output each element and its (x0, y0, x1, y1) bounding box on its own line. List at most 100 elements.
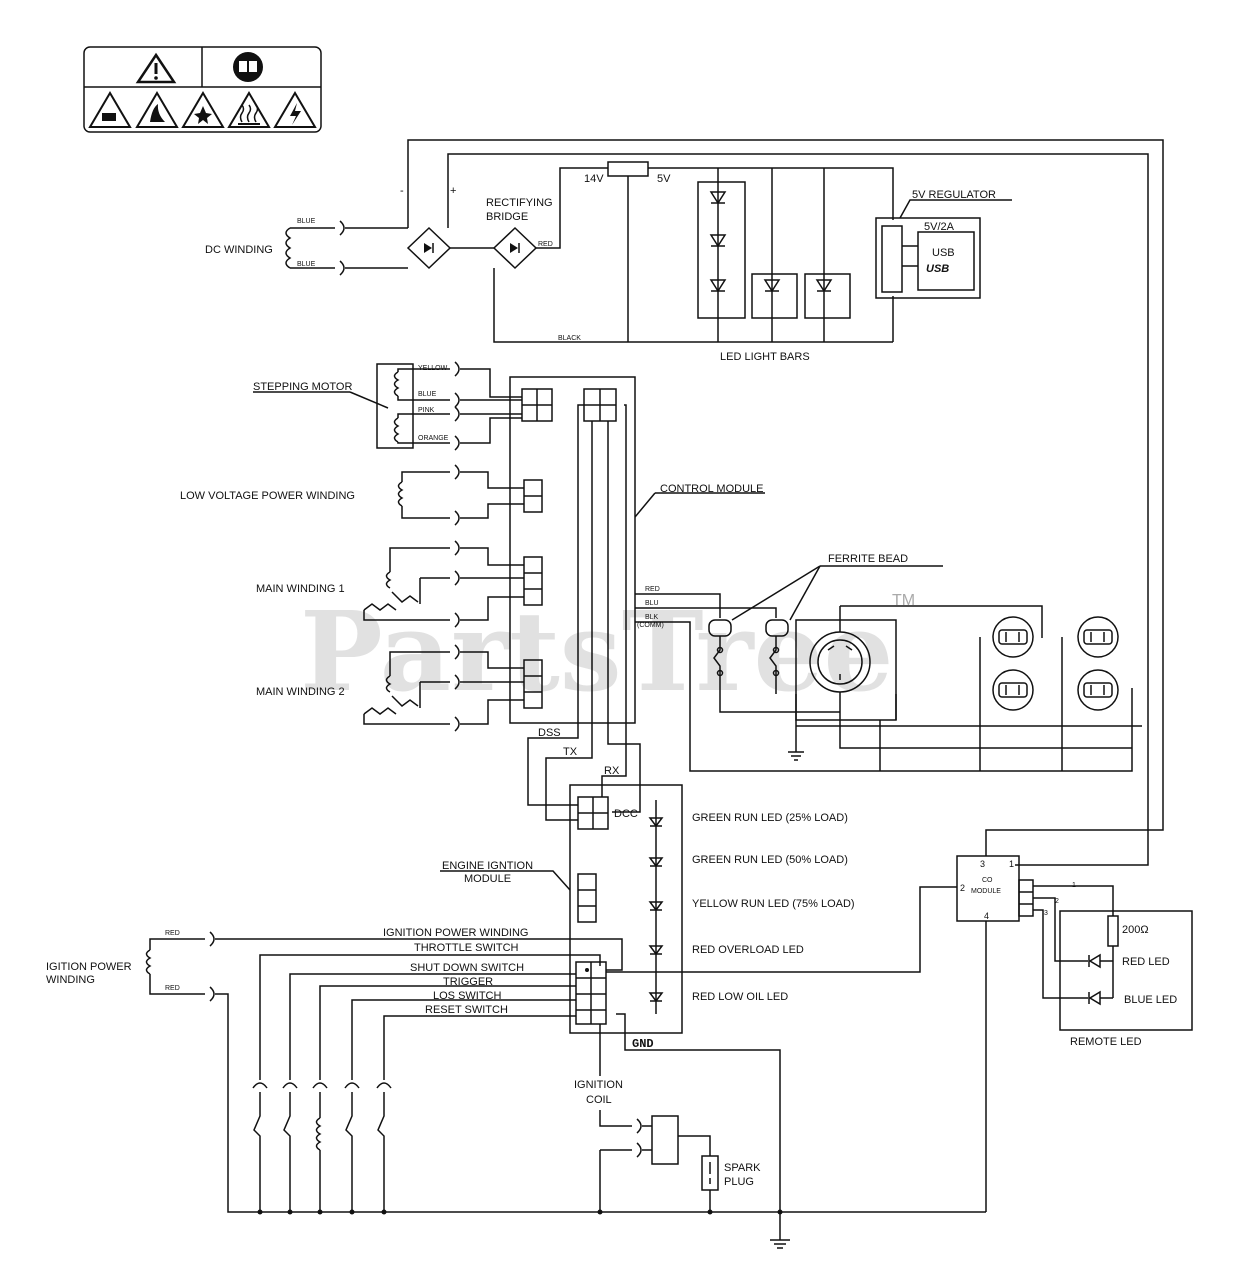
engine-ignition-label-2: MODULE (464, 873, 511, 885)
stepping-motor: YELLOW BLUE PINK ORANGE STEPPING MOTOR (253, 361, 522, 451)
hot-surface-icon (227, 91, 271, 128)
low-voltage-label: LOW VOLTAGE POWER WINDING (180, 490, 355, 502)
low-voltage-power-winding: LOW VOLTAGE POWER WINDING (180, 464, 524, 526)
co-module-label-1: CO (982, 877, 993, 884)
explosion-hazard-icon (181, 91, 225, 128)
ignition-power-winding-label: IGNITION POWER WINDING (383, 927, 528, 939)
co-pin-4-label: 4 (984, 911, 989, 921)
led-light-bars-label: LED LIGHT BARS (720, 351, 810, 363)
wire-blue-label-1: BLUE (297, 218, 316, 225)
control-module: CONTROL MODULE (509, 376, 765, 724)
ground-icon (770, 1239, 790, 1249)
led-light-bar-2 (751, 273, 798, 319)
remote-led-label: REMOTE LED (1070, 1036, 1142, 1048)
engine-ignition-module: DCC ENGINE IGNTION MODULE GREEN RUN LED … (440, 784, 855, 1034)
ignition-coil-label-2: COIL (586, 1094, 612, 1106)
dc-winding: DC WINDING BLUE BLUE (205, 218, 408, 276)
warning-icon (135, 52, 177, 84)
safety-label-panel (83, 46, 322, 133)
wire-red-ig-1: RED (165, 930, 180, 937)
led-red-low-oil-label: RED LOW OIL LED (692, 991, 788, 1003)
led-light-bar-1 (697, 181, 746, 319)
led-green-50-label: GREEN RUN LED (50% LOAD) (692, 854, 848, 866)
status-leds (648, 817, 664, 1003)
igition-power-label-2: WINDING (46, 974, 95, 986)
dc-winding-label: DC WINDING (205, 244, 273, 256)
ignition-coil-label-1: IGNITION (574, 1079, 623, 1091)
led-red-overload-label: RED OVERLOAD LED (692, 944, 804, 956)
tx-label: TX (563, 746, 578, 758)
5v-regulator-label: 5V REGULATOR (912, 189, 996, 201)
minus-label: - (400, 185, 404, 197)
throttle-switch-label: THROTTLE SWITCH (414, 942, 519, 954)
remote-pin-2: 2 (1055, 898, 1059, 905)
los-switch-label: LOS SWITCH (433, 990, 502, 1002)
engine-ignition-label-1: ENGINE IGNTION (442, 860, 533, 872)
ferrite-bead: FERRITE BEAD (708, 553, 943, 713)
trigger-label: TRIGGER (443, 976, 493, 988)
led-light-bar-3 (804, 273, 851, 319)
co-pin-1-label: 1 (1009, 859, 1014, 869)
wire-yellow-label: YELLOW (418, 365, 448, 372)
ignition-coil: GND IGNITION COIL SPARK PLUG (574, 1013, 986, 1249)
spark-plug-label-2: PLUG (724, 1176, 754, 1188)
duplex-outlet-1 (979, 616, 1034, 771)
ferrite-bead-label: FERRITE BEAD (828, 553, 908, 565)
ignition-power-winding: IGITION POWER WINDING RED RED (46, 930, 780, 1213)
wire-red-ig-2: RED (165, 985, 180, 992)
blue-led-label: BLUE LED (1124, 994, 1177, 1006)
igition-power-label-1: IGITION POWER (46, 961, 132, 973)
wire-black-label: BLACK (558, 335, 581, 342)
remote-pin-3: 3 (1044, 910, 1048, 917)
main-winding-2-label: MAIN WINDING 2 (256, 686, 345, 698)
co-module: 3 1 2 4 CO MODULE (606, 855, 1034, 1212)
fire-hazard-icon (135, 91, 179, 128)
top-wiring (407, 139, 1164, 866)
co-module-label-2: MODULE (971, 888, 1001, 895)
led-green-25-label: GREEN RUN LED (25% LOAD) (692, 812, 848, 824)
red-led-label: RED LED (1122, 956, 1170, 968)
led-yellow-75-label: YELLOW RUN LED (75% LOAD) (692, 898, 855, 910)
main-winding-1-label: MAIN WINDING 1 (256, 583, 345, 595)
stepping-motor-label: STEPPING MOTOR (253, 381, 352, 393)
5v-regulator: 5V REGULATOR 5V/2A USB USB (875, 189, 1012, 299)
shock-hazard-icon (273, 91, 317, 128)
rectifying-bridge-1: - + (400, 185, 456, 270)
reset-switch-label: RESET SWITCH (425, 1004, 508, 1016)
module-interconnect: DSS TX RX RED BLU BLK (COMM) (527, 404, 1133, 821)
shut-down-switch-label: SHUT DOWN SWITCH (410, 962, 524, 974)
manual-icon (233, 52, 263, 82)
co-pin-3-label: 3 (980, 859, 985, 869)
wire-red-label: RED (538, 241, 553, 248)
fume-hazard-icon (88, 91, 132, 128)
main-winding-2: MAIN WINDING 2 (256, 644, 524, 732)
usb-logo: USB (926, 263, 949, 275)
regulator-rating-label: 5V/2A (924, 221, 955, 233)
wire-blue-motor-label: BLUE (418, 391, 437, 398)
wire-pink-label: PINK (418, 407, 435, 414)
main-winding-1: MAIN WINDING 1 (256, 540, 524, 628)
power-rail: 14V 5V LED LIGHT BARS (584, 161, 894, 363)
remote-led: REMOTE LED 200Ω RED LED BLUE LED 1 2 3 (1033, 882, 1193, 1048)
usb-port-label: USB (932, 247, 955, 259)
gnd-label: GND (632, 1037, 654, 1051)
wire-comm-label: (COMM) (637, 622, 664, 629)
rectifying-label-2: BRIDGE (486, 211, 528, 223)
switch-harness: IGNITION POWER WINDING THROTTLE SWITCH S… (252, 927, 601, 1215)
rectifying-label-1: RECTIFYING (486, 197, 553, 209)
spark-plug-label-1: SPARK (724, 1162, 761, 1174)
14v-label: 14V (584, 173, 604, 185)
wire-blk-out-label: BLK (645, 614, 659, 621)
resistor-label: 200Ω (1122, 924, 1149, 936)
rectifying-bridge-2: RECTIFYING BRIDGE RED BLACK (450, 167, 893, 343)
twist-lock-outlet (788, 605, 1142, 771)
plus-label: + (450, 185, 456, 197)
co-pin-2-label: 2 (960, 883, 965, 893)
wire-red-out-label: RED (645, 586, 660, 593)
dcc-label: DCC (614, 808, 638, 820)
duplex-outlet-2 (1061, 616, 1119, 771)
watermark: PartsTree (300, 587, 894, 716)
wire-blue-label-2: BLUE (297, 261, 316, 268)
remote-pin-1: 1 (1072, 882, 1076, 889)
